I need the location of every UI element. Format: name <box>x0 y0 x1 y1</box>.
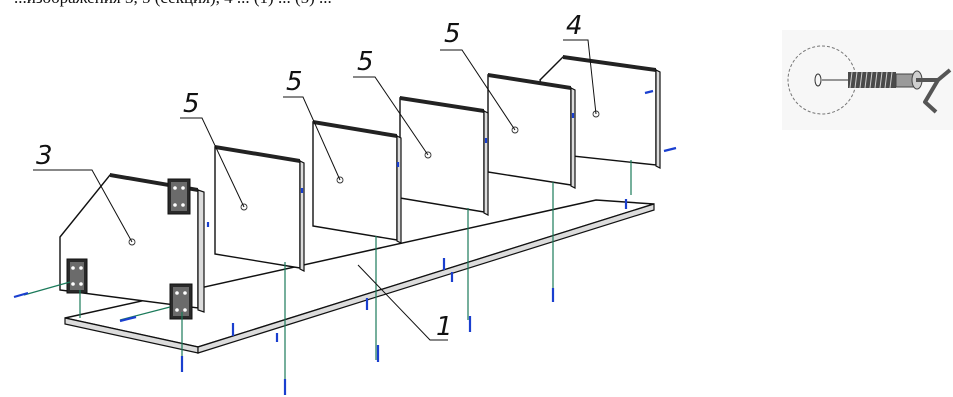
screws <box>13 89 677 395</box>
label-partition-c: 5 <box>357 47 374 77</box>
partition-2 <box>214 145 305 272</box>
label-bottom: 1 <box>436 312 453 342</box>
figure-caption: ...изображения 3, 5 (секция), 4 ... (1) … <box>0 0 953 10</box>
label-right-side: 4 <box>566 11 583 41</box>
label-partition-b: 5 <box>286 67 303 97</box>
label-partition-d: 5 <box>444 19 461 49</box>
bracket-bottom <box>169 283 193 320</box>
bracket-left <box>66 258 88 294</box>
bracket-top <box>167 178 191 215</box>
bottom-board <box>64 199 655 354</box>
assembly-lines <box>23 160 632 385</box>
screw-detail-inset <box>782 30 953 130</box>
partition-3 <box>312 120 402 244</box>
leader-lines <box>33 39 597 341</box>
panel-left-side <box>59 173 205 313</box>
partition-4 <box>399 96 489 216</box>
label-partition-a: 5 <box>183 89 200 119</box>
label-left-side: 3 <box>36 141 53 171</box>
partition-5 <box>487 73 576 189</box>
